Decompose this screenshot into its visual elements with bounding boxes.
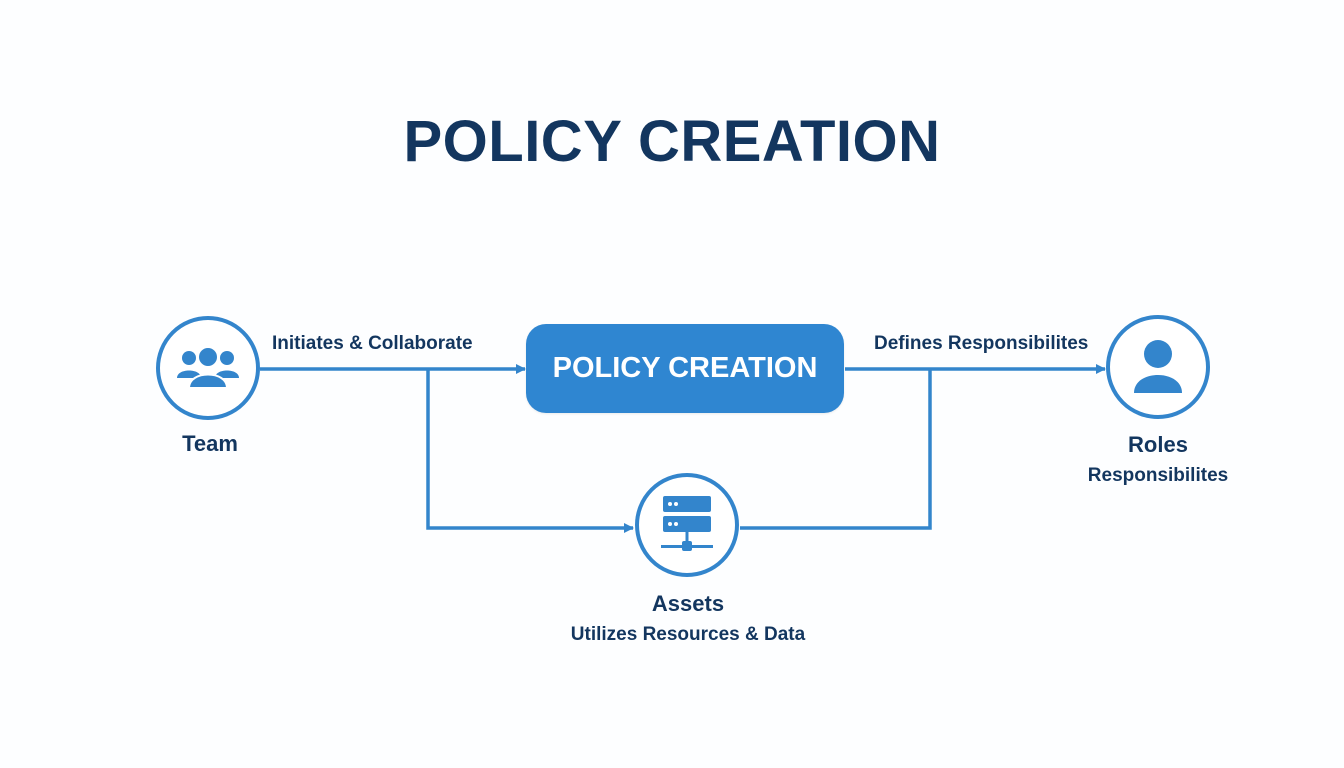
assets-label: Assets <box>651 591 725 616</box>
edge-branch-to-assets <box>426 369 634 533</box>
assets-subtitle: Utilizes Resources & Data <box>570 624 806 645</box>
policy-creation-node[interactable]: POLICY CREATION <box>526 324 844 413</box>
group-users-icon <box>177 346 239 389</box>
team-node[interactable] <box>156 316 260 420</box>
page-title: POLICY CREATION <box>403 109 941 174</box>
edge-label-defines: Defines Responsibilites <box>874 333 1089 354</box>
server-database-icon <box>661 496 713 551</box>
team-label: Team <box>182 431 238 456</box>
assets-node[interactable] <box>635 473 739 577</box>
edge-label-initiates: Initiates & Collaborate <box>272 333 473 354</box>
roles-node[interactable] <box>1106 315 1210 419</box>
policy-creation-label: POLICY CREATION <box>552 352 818 384</box>
roles-subtitle: Responsibilites <box>1087 465 1229 486</box>
edge-assets-to-roles-branch <box>740 369 932 530</box>
roles-label: Roles <box>1128 432 1188 457</box>
single-user-icon <box>1134 340 1182 393</box>
